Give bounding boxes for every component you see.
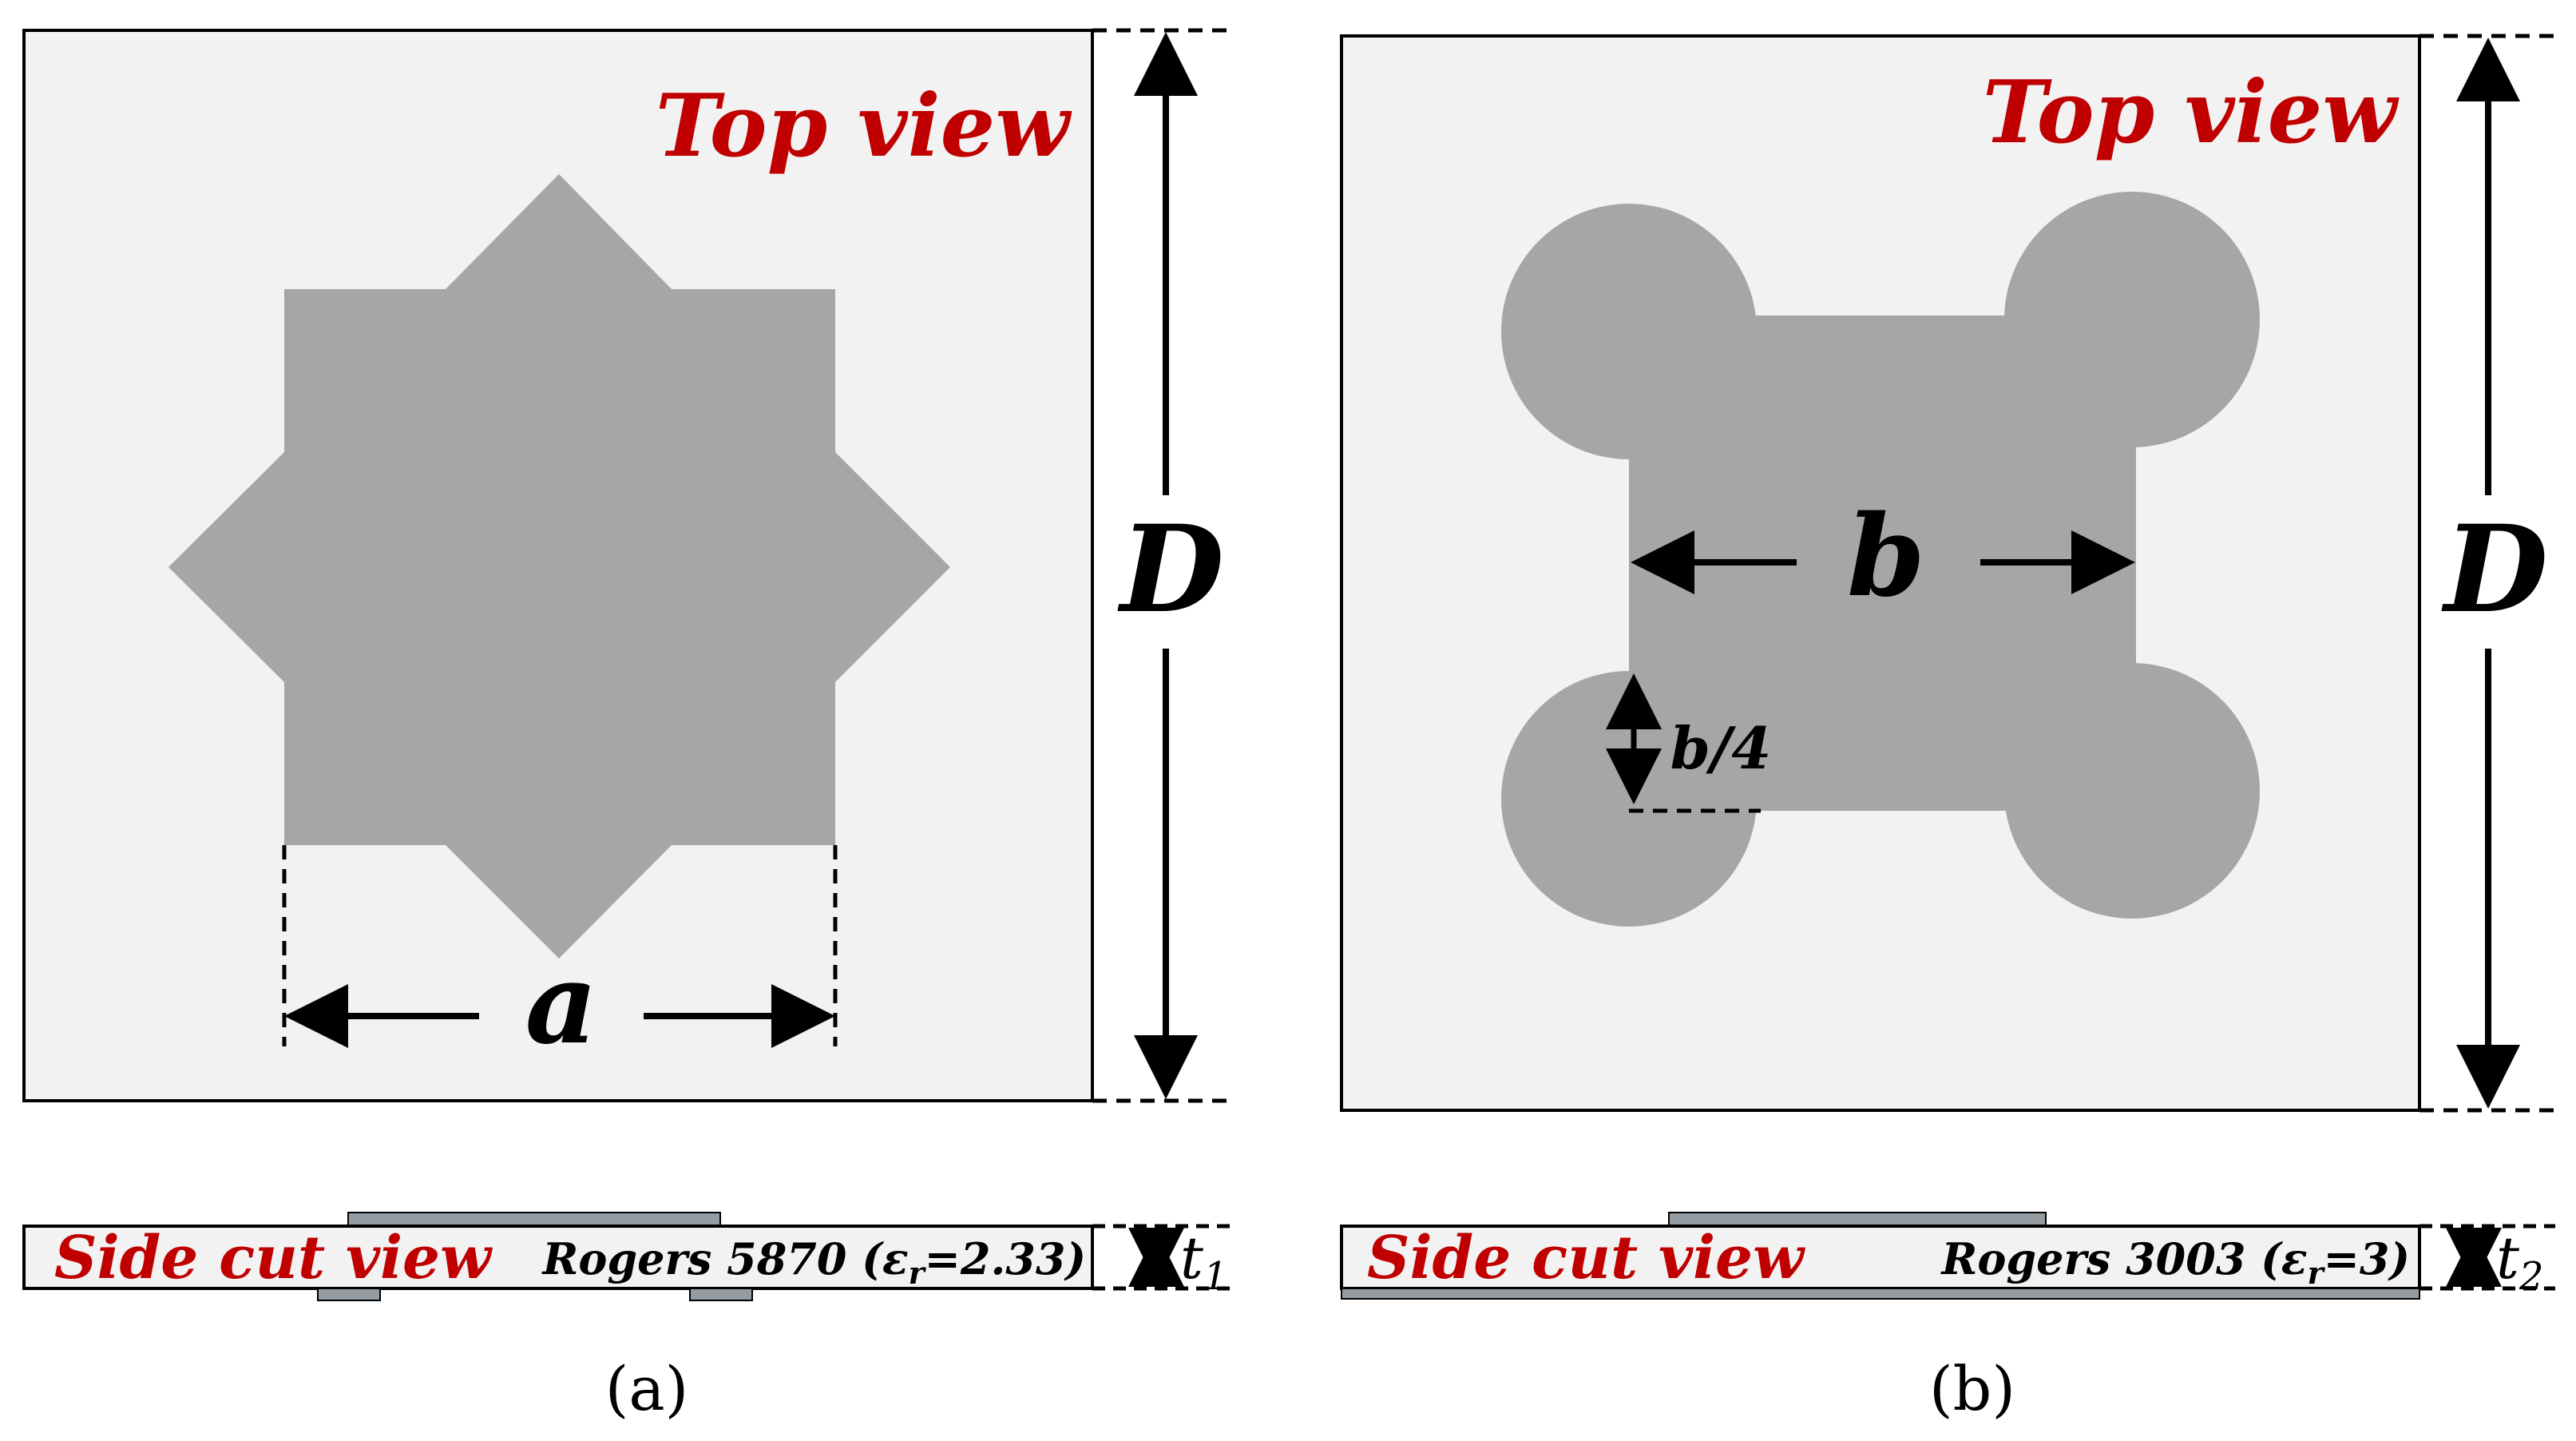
panel-a-top-view-label: Top view <box>656 76 1073 177</box>
panel-a-material-eps-symbol: ε <box>882 1233 909 1284</box>
panel-b-material-eps-symbol: ε <box>2281 1233 2308 1284</box>
panel-b-dim-t-label: t2 <box>2496 1225 2543 1299</box>
panel-a-dim-a-label: a <box>525 939 598 1070</box>
panel-b-dim-b-label: b <box>1847 491 1925 622</box>
panel-a-bottom-metal-right <box>689 1288 753 1301</box>
panel-b-material-close-paren: ) <box>2387 1233 2410 1284</box>
panel-b-patch-circle-bottom-right <box>2004 663 2260 919</box>
panel-a: Top view a D Side cut view Rogers 5870 (… <box>22 28 1230 1424</box>
panel-a-dim-t-subscript: 1 <box>1203 1254 1228 1299</box>
panel-b-dim-t-symbol: t <box>2496 1225 2520 1292</box>
panel-a-material-label: Rogers 5870 (εr=2.33) <box>541 1233 1087 1291</box>
panel-a-bottom-metal-left <box>317 1288 381 1301</box>
panel-a-caption: (a) <box>605 1353 689 1424</box>
panel-b-patch-circle-top-left <box>1501 204 1757 459</box>
panel-b-material-open-paren: ( <box>2245 1233 2283 1284</box>
panel-a-material-eps-subscript: r <box>909 1255 927 1291</box>
panel-a-dim-t-symbol: t <box>1180 1225 1204 1292</box>
panel-b-top-view-label: Top view <box>1983 62 2400 163</box>
panel-b-patch-circle-top-right <box>2004 192 2260 447</box>
panel-b-ground-plane <box>1341 1288 2420 1300</box>
panel-b-dim-t-subscript: 2 <box>2519 1254 2544 1299</box>
panel-b-side-view-label: Side cut view <box>1367 1224 1805 1292</box>
panel-b-material-eps-subscript: r <box>2308 1255 2326 1291</box>
panel-b-material-eps-value: =3 <box>2324 1233 2390 1284</box>
panel-b-material-name: Rogers 3003 <box>1940 1233 2245 1284</box>
panel-b-caption: (b) <box>1929 1353 2015 1424</box>
panel-b-dim-radius-label: b/4 <box>1670 714 1772 782</box>
panel-a-material-open-paren: ( <box>846 1233 884 1284</box>
panel-b-material-label: Rogers 3003 (εr=3) <box>1940 1233 2410 1291</box>
panel-a-side-view-label: Side cut view <box>54 1224 493 1292</box>
panel-a-material-eps-value: =2.33 <box>925 1233 1066 1284</box>
panel-a-dim-d-label: D <box>1117 499 1224 640</box>
panel-a-dim-t-label: t1 <box>1180 1225 1227 1299</box>
panel-a-material-name: Rogers 5870 <box>541 1233 847 1284</box>
panel-b: Top view b b/4 D Side cut view Rogers 30… <box>1340 34 2555 1424</box>
panel-a-star-patch <box>168 174 950 959</box>
panel-b-dim-d-label: D <box>2441 499 2548 640</box>
panel-b-substrate-side <box>1340 1225 2421 1290</box>
panel-a-substrate-side <box>22 1225 1094 1290</box>
panel-a-material-close-paren: ) <box>1063 1233 1086 1284</box>
panel-b-patch-circle-bottom-left <box>1501 671 1757 927</box>
